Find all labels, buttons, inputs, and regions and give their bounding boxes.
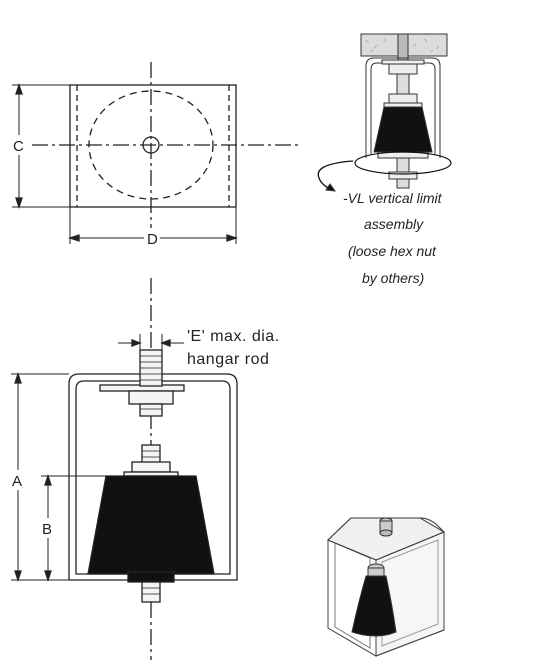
housing-bracket [68, 373, 238, 581]
dim-c-label: C [13, 138, 24, 155]
vl-note-line4: by others) [362, 270, 425, 286]
vl-rubber-element [373, 106, 433, 153]
dim-d-label: D [147, 231, 158, 248]
isometric-view [327, 517, 446, 657]
top-view [12, 62, 300, 244]
base-plate-outline [69, 84, 237, 208]
rubber-element [87, 475, 215, 575]
hangar-rod-lower [139, 403, 163, 417]
rod-note-line2: hangar rod [187, 351, 269, 368]
vl-note-line3: (loose hex nut [348, 243, 436, 259]
vl-note-line1: -VL vertical limit [343, 190, 442, 206]
element-stud [141, 444, 161, 464]
limit-assembly-highlight [354, 151, 452, 175]
rod-note-line1: 'E' max. dia. [187, 328, 280, 345]
vl-note-line2: assembly [364, 216, 424, 232]
upper-hex-nut [128, 390, 174, 405]
dim-b-label: B [42, 521, 52, 538]
dim-a-label: A [12, 473, 22, 490]
vl-assembly [317, 33, 452, 192]
side-view [11, 278, 238, 660]
iso-rubber-element [351, 575, 397, 637]
bottom-bolt [141, 581, 161, 603]
